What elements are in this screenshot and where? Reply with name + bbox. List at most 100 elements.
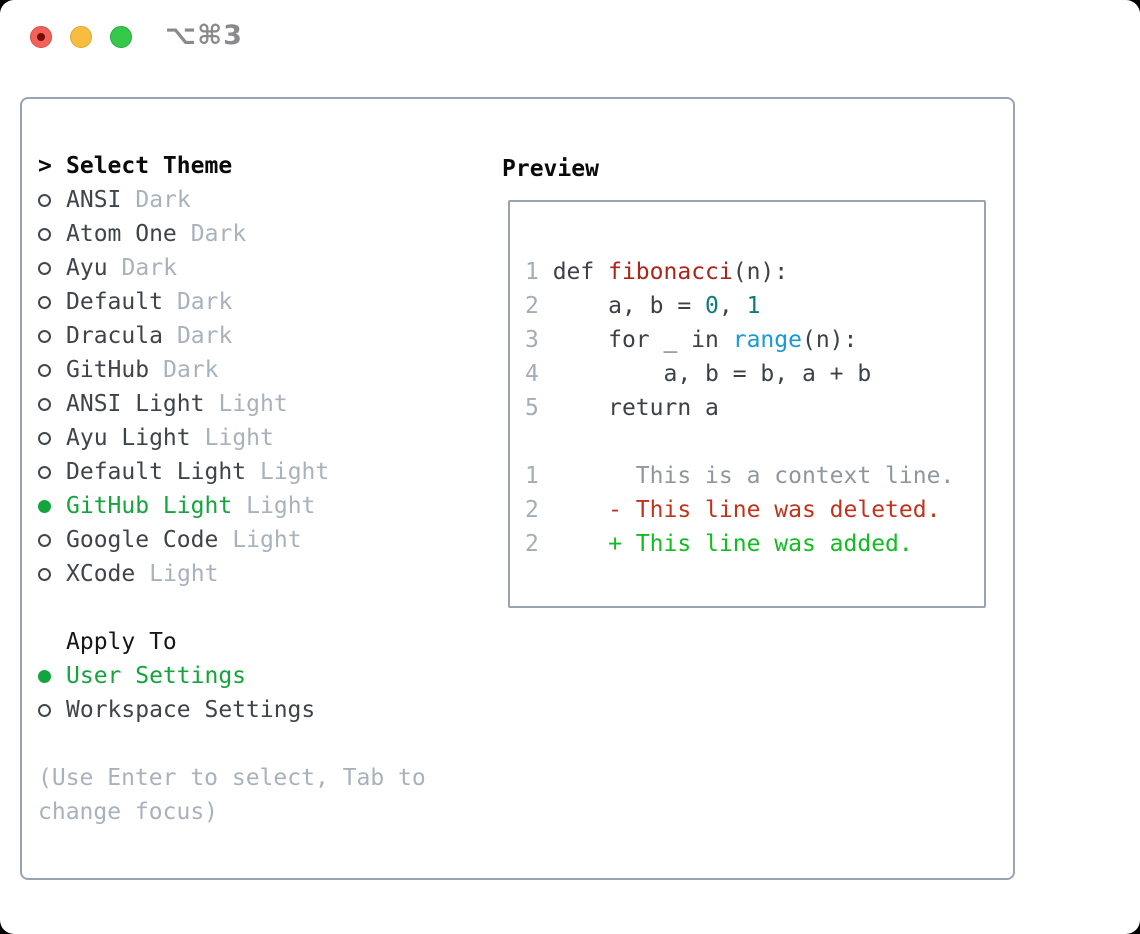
option-label: Atom One <box>66 221 177 247</box>
option-label: User Settings <box>66 663 247 689</box>
radio-marker <box>38 703 66 717</box>
radio-selected-icon <box>38 669 51 683</box>
radio-selected-icon <box>38 499 51 513</box>
apply-to-option[interactable]: Workspace Settings <box>38 693 470 727</box>
option-label: XCode <box>66 561 136 587</box>
radio-marker <box>38 533 66 547</box>
code-token: 3 <box>525 327 539 353</box>
theme-option[interactable]: Ayu Light Light <box>38 421 470 455</box>
code-token: 1 <box>525 463 539 489</box>
radio-unselected-icon <box>38 295 51 309</box>
option-label: Workspace Settings <box>66 697 316 723</box>
code-token: fibonacci <box>608 259 733 285</box>
code-token: , <box>718 293 747 319</box>
option-label: Default Light <box>66 459 247 485</box>
radio-unselected-icon <box>38 261 51 275</box>
option-variant-tag: Light <box>204 425 274 451</box>
option-variant-tag: Dark <box>190 221 247 247</box>
option-label: Dracula <box>66 323 163 349</box>
code-token: 5 <box>525 395 539 421</box>
theme-option[interactable]: ANSI Dark <box>38 183 470 217</box>
radio-unselected-icon <box>38 193 51 207</box>
code-token: - This line was deleted. <box>538 497 941 523</box>
minimize-button[interactable] <box>70 26 92 48</box>
code-token: return a <box>538 395 719 421</box>
code-token: 2 <box>525 531 539 557</box>
preview-line: 1 This is a context line. <box>525 459 954 493</box>
radio-marker <box>38 669 66 683</box>
code-token: 0 <box>705 293 719 319</box>
option-label: Ayu <box>66 255 108 281</box>
option-label: GitHub Light <box>66 493 233 519</box>
code-token: This is a context line. <box>538 463 955 489</box>
record-dot-icon <box>37 33 45 41</box>
radio-unselected-icon <box>38 567 51 581</box>
radio-unselected-icon <box>38 465 51 479</box>
zoom-button[interactable] <box>110 26 132 48</box>
radio-marker <box>38 329 66 343</box>
radio-marker <box>38 499 66 513</box>
radio-unselected-icon <box>38 329 51 343</box>
window-shortcut-label: ⌥⌘3 <box>165 20 243 51</box>
option-variant-tag: Light <box>232 527 302 553</box>
code-token: 2 <box>525 293 539 319</box>
traffic-lights <box>30 26 132 48</box>
radio-marker <box>38 363 66 377</box>
preview-line: 1 def fibonacci(n): <box>525 255 954 289</box>
option-variant-tag: Dark <box>176 289 233 315</box>
radio-unselected-icon <box>38 431 51 445</box>
theme-option[interactable]: GitHub Light Light <box>38 489 470 523</box>
close-button[interactable] <box>30 26 52 48</box>
preview-line: 2 a, b = 0, 1 <box>525 289 954 323</box>
radio-marker <box>38 295 66 309</box>
radio-marker <box>38 465 66 479</box>
theme-option[interactable]: Default Light Light <box>38 455 470 489</box>
option-variant-tag: Dark <box>135 187 191 213</box>
radio-marker <box>38 397 66 411</box>
option-label: GitHub <box>66 357 150 383</box>
code-token: for _ in <box>538 327 733 353</box>
theme-option[interactable]: Atom One Dark <box>38 217 470 251</box>
code-token: range <box>732 327 802 353</box>
preview-line: 2 - This line was deleted. <box>525 493 954 527</box>
radio-marker <box>38 261 66 275</box>
radio-unselected-icon <box>38 397 51 411</box>
radio-marker <box>38 227 66 241</box>
code-token: (n): <box>732 259 789 285</box>
code-token: 1 <box>746 293 761 319</box>
preview-line: 4 a, b = b, a + b <box>525 357 954 391</box>
preview-line: 3 for _ in range(n): <box>525 323 954 357</box>
selection-cursor-icon: > <box>38 153 52 179</box>
code-token: + This line was added. <box>538 531 913 557</box>
apply-to-option[interactable]: User Settings <box>38 659 470 693</box>
radio-marker <box>38 431 66 445</box>
spacer <box>38 591 470 625</box>
option-variant-tag: Light <box>246 493 316 519</box>
radio-unselected-icon <box>38 533 51 547</box>
code-token: def <box>538 259 609 285</box>
radio-unselected-icon <box>38 703 51 717</box>
option-label: ANSI <box>66 187 122 213</box>
option-variant-tag: Light <box>260 459 330 485</box>
apply-to-title: Apply To <box>66 629 177 655</box>
radio-marker <box>38 193 66 207</box>
keyboard-hint: (Use Enter to select, Tab to change focu… <box>38 765 426 825</box>
radio-unselected-icon <box>38 227 51 241</box>
option-label: Ayu Light <box>66 425 191 451</box>
option-label: ANSI Light <box>66 391 205 417</box>
code-token: (n): <box>801 327 858 353</box>
preview-line: 2 + This line was added. <box>525 527 954 561</box>
